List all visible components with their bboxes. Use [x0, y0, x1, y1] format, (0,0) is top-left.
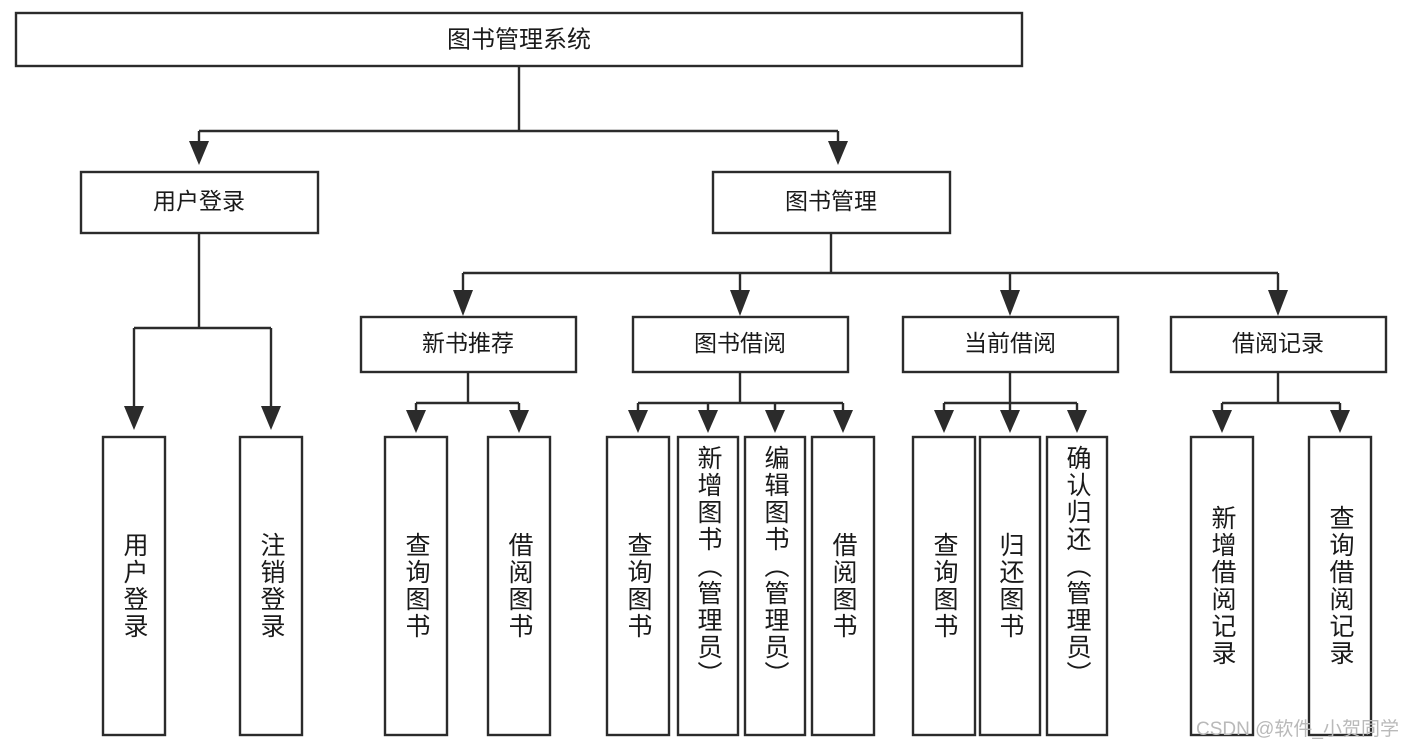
arrow-head-new-book-recommend — [453, 290, 473, 316]
arrow-head-leaf-confirm-return — [1067, 410, 1087, 433]
connector-group-root — [189, 66, 848, 165]
node-new-book-recommend-box[interactable] — [359, 315, 578, 374]
arrow-head-leaf-return-book — [1000, 410, 1020, 433]
connector-group-book-borrow — [628, 372, 853, 433]
node-leaf-confirm-return-box[interactable] — [1045, 435, 1109, 737]
arrow-head-leaf-add-record — [1212, 410, 1232, 433]
node-leaf-borrow-book-1-box[interactable] — [486, 435, 552, 737]
node-current-borrow[interactable]: 当前借阅 — [901, 315, 1120, 374]
arrow-head-current-borrow — [1000, 290, 1020, 316]
arrow-head-leaf-user-login — [124, 406, 144, 430]
node-leaf-user-login-box[interactable] — [101, 435, 167, 737]
node-leaf-query-book-2-box[interactable] — [605, 435, 671, 737]
node-book-manage[interactable]: 图书管理 — [711, 170, 952, 235]
arrow-head-borrow-record — [1268, 290, 1288, 316]
node-leaf-add-book-box[interactable] — [676, 435, 740, 737]
node-book-manage-box[interactable] — [711, 170, 952, 235]
node-leaf-edit-book-box[interactable] — [743, 435, 807, 737]
node-leaf-query-book-3-box[interactable] — [911, 435, 977, 737]
node-leaf-return-book-box[interactable] — [978, 435, 1042, 737]
node-current-borrow-label: 当前借阅 — [964, 330, 1056, 356]
connector-group-new-book-recommend — [406, 372, 529, 433]
arrow-head-leaf-query-book-3 — [934, 410, 954, 433]
arrow-head-user-login — [189, 141, 209, 165]
node-root[interactable]: 图书管理系统 — [14, 11, 1024, 68]
node-current-borrow-box[interactable] — [901, 315, 1120, 374]
arrow-head-leaf-query-record — [1330, 410, 1350, 433]
node-user-login[interactable]: 用户登录 — [79, 170, 320, 235]
arrow-head-leaf-query-book-1 — [406, 410, 426, 433]
node-borrow-record-box[interactable] — [1169, 315, 1388, 374]
arrow-head-leaf-borrow-book-1 — [509, 410, 529, 433]
node-borrow-record[interactable]: 借阅记录 — [1169, 315, 1388, 374]
csdn-watermark: CSDN @软件_小贺同学 — [1196, 719, 1399, 740]
connector-group-borrow-record — [1212, 372, 1350, 433]
node-user-login-box[interactable] — [79, 170, 320, 235]
node-book-borrow-label: 图书借阅 — [694, 330, 786, 356]
node-new-book-recommend-label: 新书推荐 — [422, 330, 514, 356]
arrow-head-book-borrow — [730, 290, 750, 316]
node-leaf-borrow-book-2-box[interactable] — [810, 435, 876, 737]
node-user-login-label: 用户登录 — [153, 188, 245, 214]
arrow-head-leaf-query-book-2 — [628, 410, 648, 433]
node-book-borrow-box[interactable] — [631, 315, 850, 374]
connector-group-user-login — [124, 233, 281, 430]
connector-group-book-manage — [453, 233, 1288, 316]
node-leaf-query-book-1-box[interactable] — [383, 435, 449, 737]
node-borrow-record-label: 借阅记录 — [1232, 330, 1324, 356]
node-book-manage-label: 图书管理 — [785, 188, 877, 214]
connector-group-current-borrow — [934, 372, 1087, 433]
arrow-head-leaf-logout-login — [261, 406, 281, 430]
arrow-head-leaf-edit-book — [765, 410, 785, 433]
arrow-head-leaf-add-book — [698, 410, 718, 433]
node-root-box[interactable] — [14, 11, 1024, 68]
node-leaf-logout-login-box[interactable] — [238, 435, 304, 737]
node-new-book-recommend[interactable]: 新书推荐 — [359, 315, 578, 374]
arrow-head-leaf-borrow-book-2 — [833, 410, 853, 433]
arrow-head-book-manage — [828, 141, 848, 165]
node-root-label: 图书管理系统 — [447, 26, 591, 53]
node-leaf-add-record-box[interactable] — [1189, 435, 1255, 737]
node-leaf-query-record-box[interactable] — [1307, 435, 1373, 737]
node-book-borrow[interactable]: 图书借阅 — [631, 315, 850, 374]
